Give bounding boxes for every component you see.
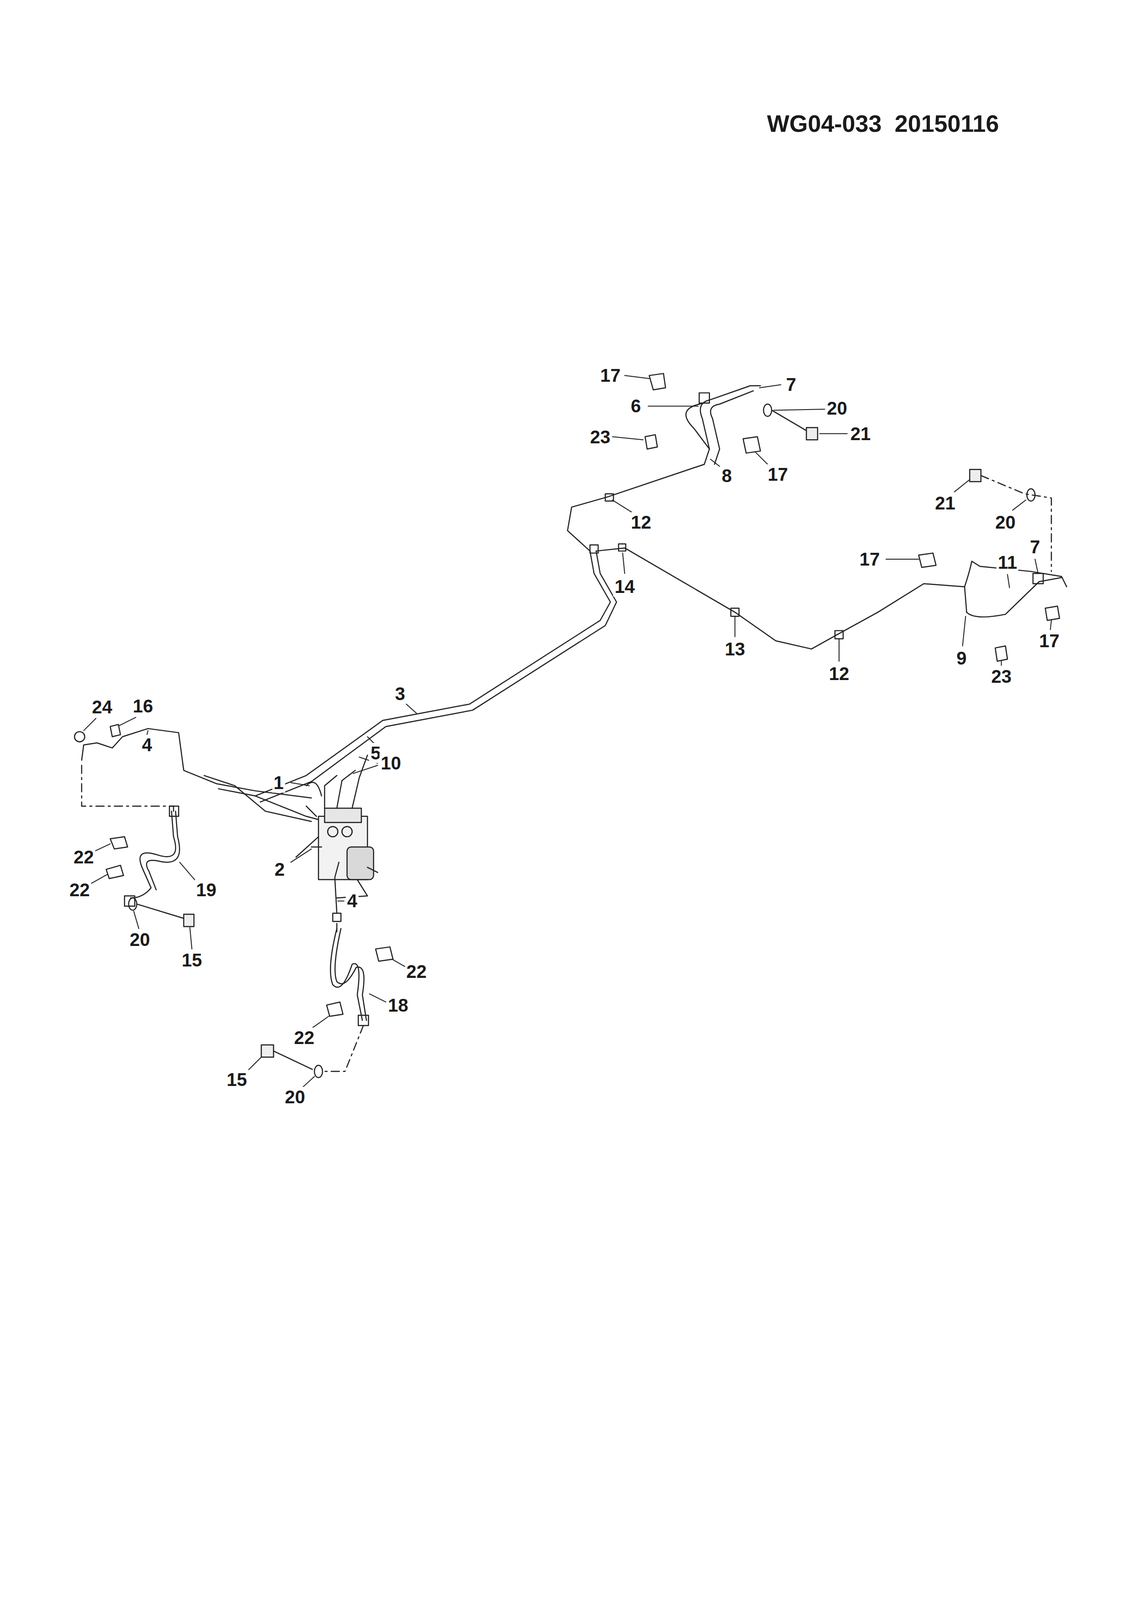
callout-number: 16 bbox=[131, 696, 155, 717]
callout-number: 23 bbox=[989, 666, 1013, 687]
callout-number: 15 bbox=[180, 950, 204, 971]
callout-number: 20 bbox=[128, 929, 152, 950]
callout-number: 7 bbox=[784, 374, 798, 395]
callout-number: 10 bbox=[379, 753, 403, 774]
callout-number: 20 bbox=[283, 1087, 307, 1108]
callout-number: 22 bbox=[405, 961, 429, 982]
callout-number: 3 bbox=[393, 683, 407, 705]
callout-number: 4 bbox=[345, 891, 359, 912]
callout-number: 21 bbox=[849, 423, 873, 444]
callout-number: 4 bbox=[140, 735, 154, 756]
callout-number: 1 bbox=[272, 772, 286, 793]
callout-number: 23 bbox=[588, 427, 612, 448]
callout-number: 8 bbox=[720, 465, 734, 486]
callout-number: 24 bbox=[90, 697, 114, 718]
callout-number: 17 bbox=[1038, 631, 1062, 652]
callout-number: 22 bbox=[72, 847, 96, 868]
callout-number: 17 bbox=[858, 549, 882, 570]
callout-number: 21 bbox=[933, 493, 957, 514]
callout-number: 2 bbox=[273, 859, 287, 880]
callout-number: 22 bbox=[67, 880, 92, 901]
callout-number: 15 bbox=[225, 1069, 249, 1091]
callout-number: 13 bbox=[723, 639, 747, 660]
callout-number: 7 bbox=[1028, 537, 1042, 558]
callout-number: 6 bbox=[629, 396, 643, 417]
callout-number: 14 bbox=[613, 576, 637, 597]
callout-number: 12 bbox=[827, 663, 851, 684]
callout-number: 18 bbox=[386, 995, 410, 1016]
callout-number: 22 bbox=[292, 1027, 316, 1049]
callout-number: 17 bbox=[599, 365, 623, 386]
callout-number: 20 bbox=[825, 398, 849, 419]
drawing-code: WG04-033 20150116 bbox=[766, 109, 999, 138]
callout-number: 11 bbox=[996, 552, 1019, 573]
callout-number: 9 bbox=[954, 648, 968, 669]
callout-number: 17 bbox=[766, 464, 790, 485]
callout-number: 20 bbox=[993, 512, 1018, 533]
callout-number: 19 bbox=[194, 880, 219, 901]
callout-number: 12 bbox=[629, 512, 653, 533]
